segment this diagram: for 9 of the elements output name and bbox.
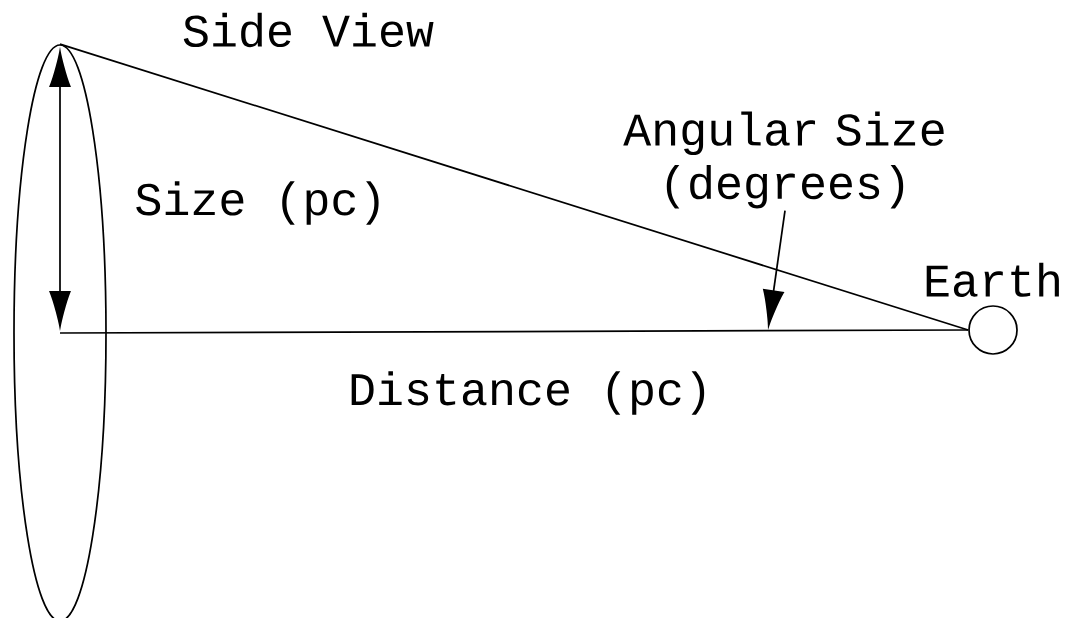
sight-line bbox=[59, 43, 969, 331]
angle-label: Angular Size (degrees) bbox=[623, 111, 944, 209]
sight-line bbox=[59, 329, 969, 334]
leader-line bbox=[763, 209, 786, 327]
measure-label: Distance (pc) bbox=[351, 371, 705, 415]
earth-label: Earth bbox=[926, 262, 1059, 297]
earth-circle bbox=[968, 305, 1018, 355]
measure-label: Size (pc) bbox=[136, 181, 379, 225]
title: Side View bbox=[183, 12, 434, 48]
